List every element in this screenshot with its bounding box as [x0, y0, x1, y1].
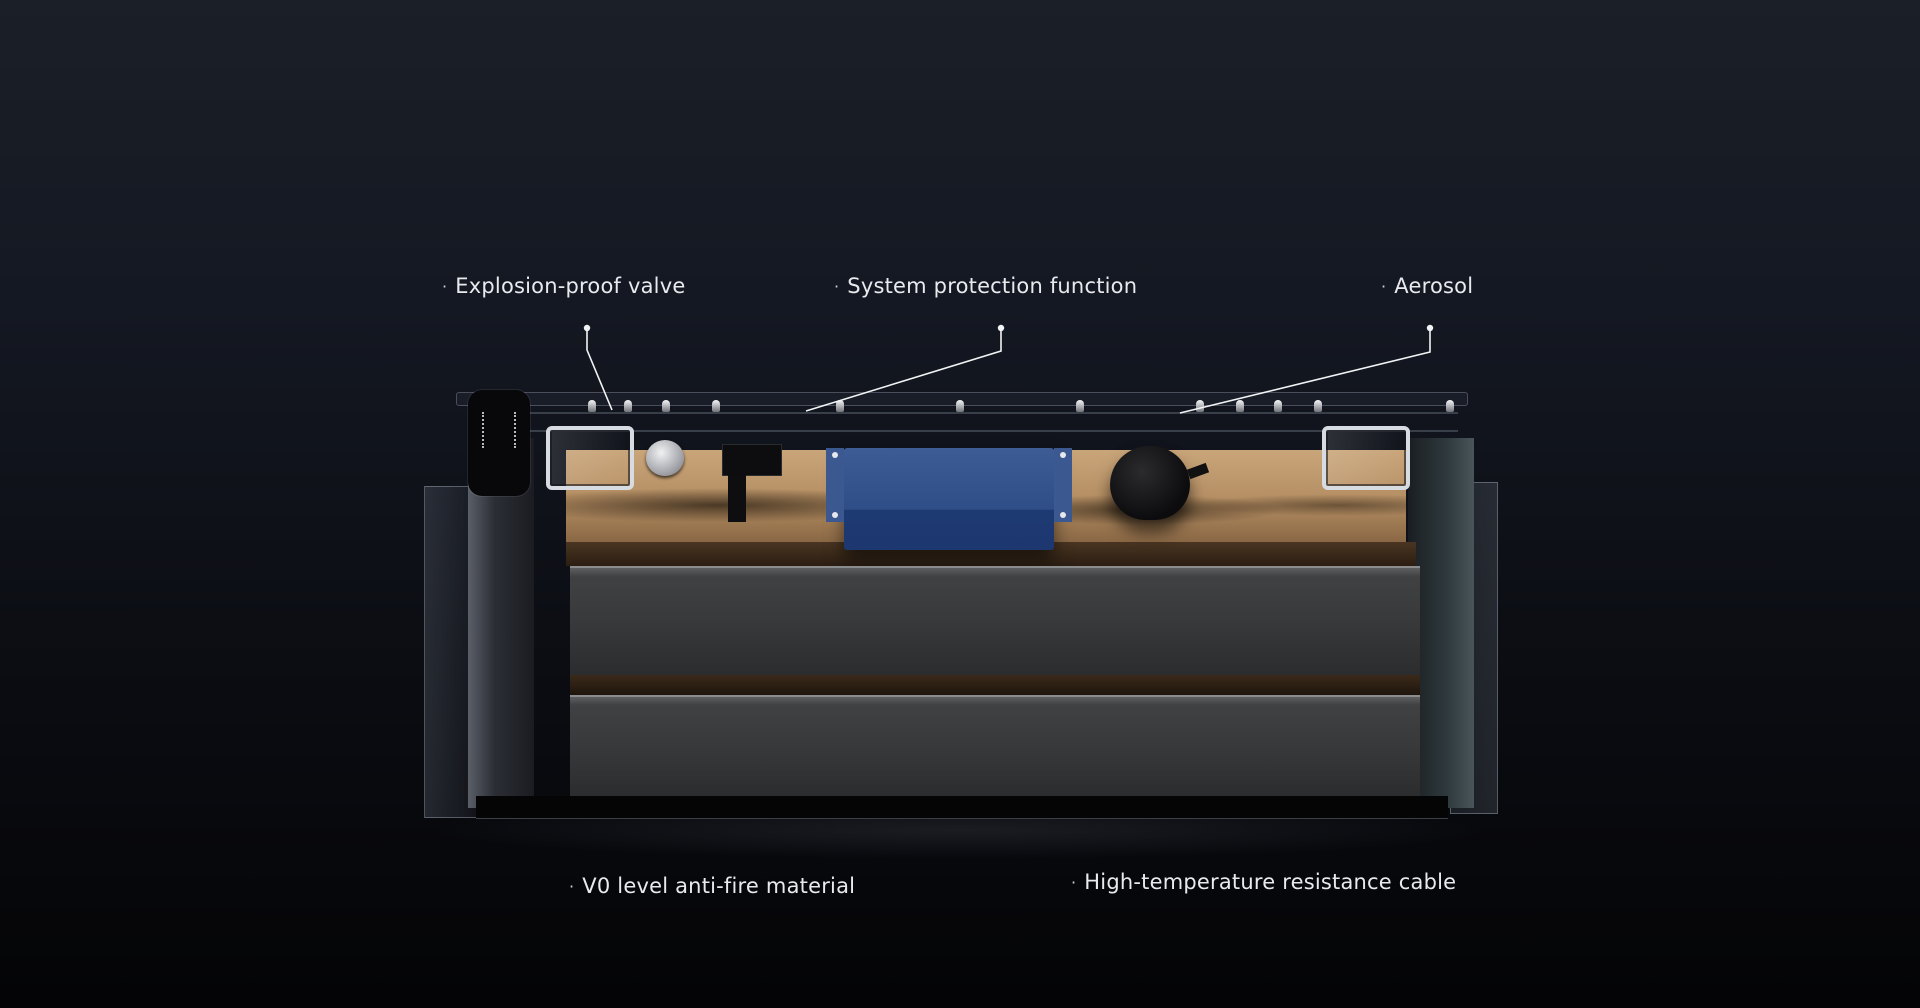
- battery-pack-illustration: [424, 390, 1498, 822]
- leader-dot-icon: [583, 324, 591, 332]
- frame-post-left: [468, 438, 534, 808]
- callout-high-temperature-cable: · High-temperature resistance cable: [1071, 870, 1456, 894]
- bolt-icon: [1196, 400, 1204, 412]
- fire-resistant-separator: [570, 675, 1420, 695]
- bolt-icon: [1076, 400, 1084, 412]
- leader-dot-icon: [997, 324, 1005, 332]
- bolt-icon: [1236, 400, 1244, 412]
- bolt-icon: [1274, 400, 1282, 412]
- bolt-icon: [1314, 400, 1322, 412]
- battery-cell-top: [570, 566, 1420, 676]
- bullet-icon: ·: [1381, 276, 1387, 296]
- callout-label: High-temperature resistance cable: [1084, 870, 1457, 894]
- screw-icon: [832, 452, 838, 458]
- handle-left: [546, 426, 634, 490]
- callout-v0-anti-fire-material: · V0 level anti-fire material: [569, 874, 855, 898]
- callout-explosion-proof-valve: · Explosion-proof valve: [442, 274, 685, 298]
- screw-icon: [1060, 452, 1066, 458]
- callout-system-protection-function: · System protection function: [834, 274, 1137, 298]
- leader-dot-icon: [1426, 324, 1434, 332]
- bolt-icon: [956, 400, 964, 412]
- screw-icon: [832, 512, 838, 518]
- contactor: [722, 444, 782, 476]
- contactor-stem: [728, 474, 746, 522]
- bolt-icon: [836, 400, 844, 412]
- enclosure-base: [476, 796, 1448, 819]
- lid-rail: [468, 412, 1458, 414]
- callout-label: System protection function: [847, 274, 1138, 298]
- screw-icon: [1060, 512, 1066, 518]
- bolt-icon: [712, 400, 720, 412]
- bolt-icon: [1446, 400, 1454, 412]
- explosion-proof-valve: [646, 440, 684, 476]
- bolt-icon: [588, 400, 596, 412]
- bullet-icon: ·: [442, 276, 448, 296]
- bms-module: [468, 390, 530, 496]
- bolt-icon: [662, 400, 670, 412]
- bolt-icon: [624, 400, 632, 412]
- callout-label: Explosion-proof valve: [455, 274, 686, 298]
- flange-right: [1054, 448, 1072, 522]
- protection-control-box: [826, 448, 1072, 550]
- callout-label: V0 level anti-fire material: [582, 874, 856, 898]
- bullet-icon: ·: [1071, 872, 1077, 892]
- bullet-icon: ·: [569, 876, 575, 896]
- bullet-icon: ·: [834, 276, 840, 296]
- battery-cell-bottom: [570, 695, 1420, 797]
- indicator-lights-icon: [482, 412, 516, 448]
- lid-rail-lower: [468, 430, 1458, 432]
- flange-left: [826, 448, 844, 522]
- aerosol-unit: [1110, 446, 1190, 520]
- handle-right: [1322, 426, 1410, 490]
- callout-label: Aerosol: [1394, 274, 1474, 298]
- callout-aerosol: · Aerosol: [1381, 274, 1473, 298]
